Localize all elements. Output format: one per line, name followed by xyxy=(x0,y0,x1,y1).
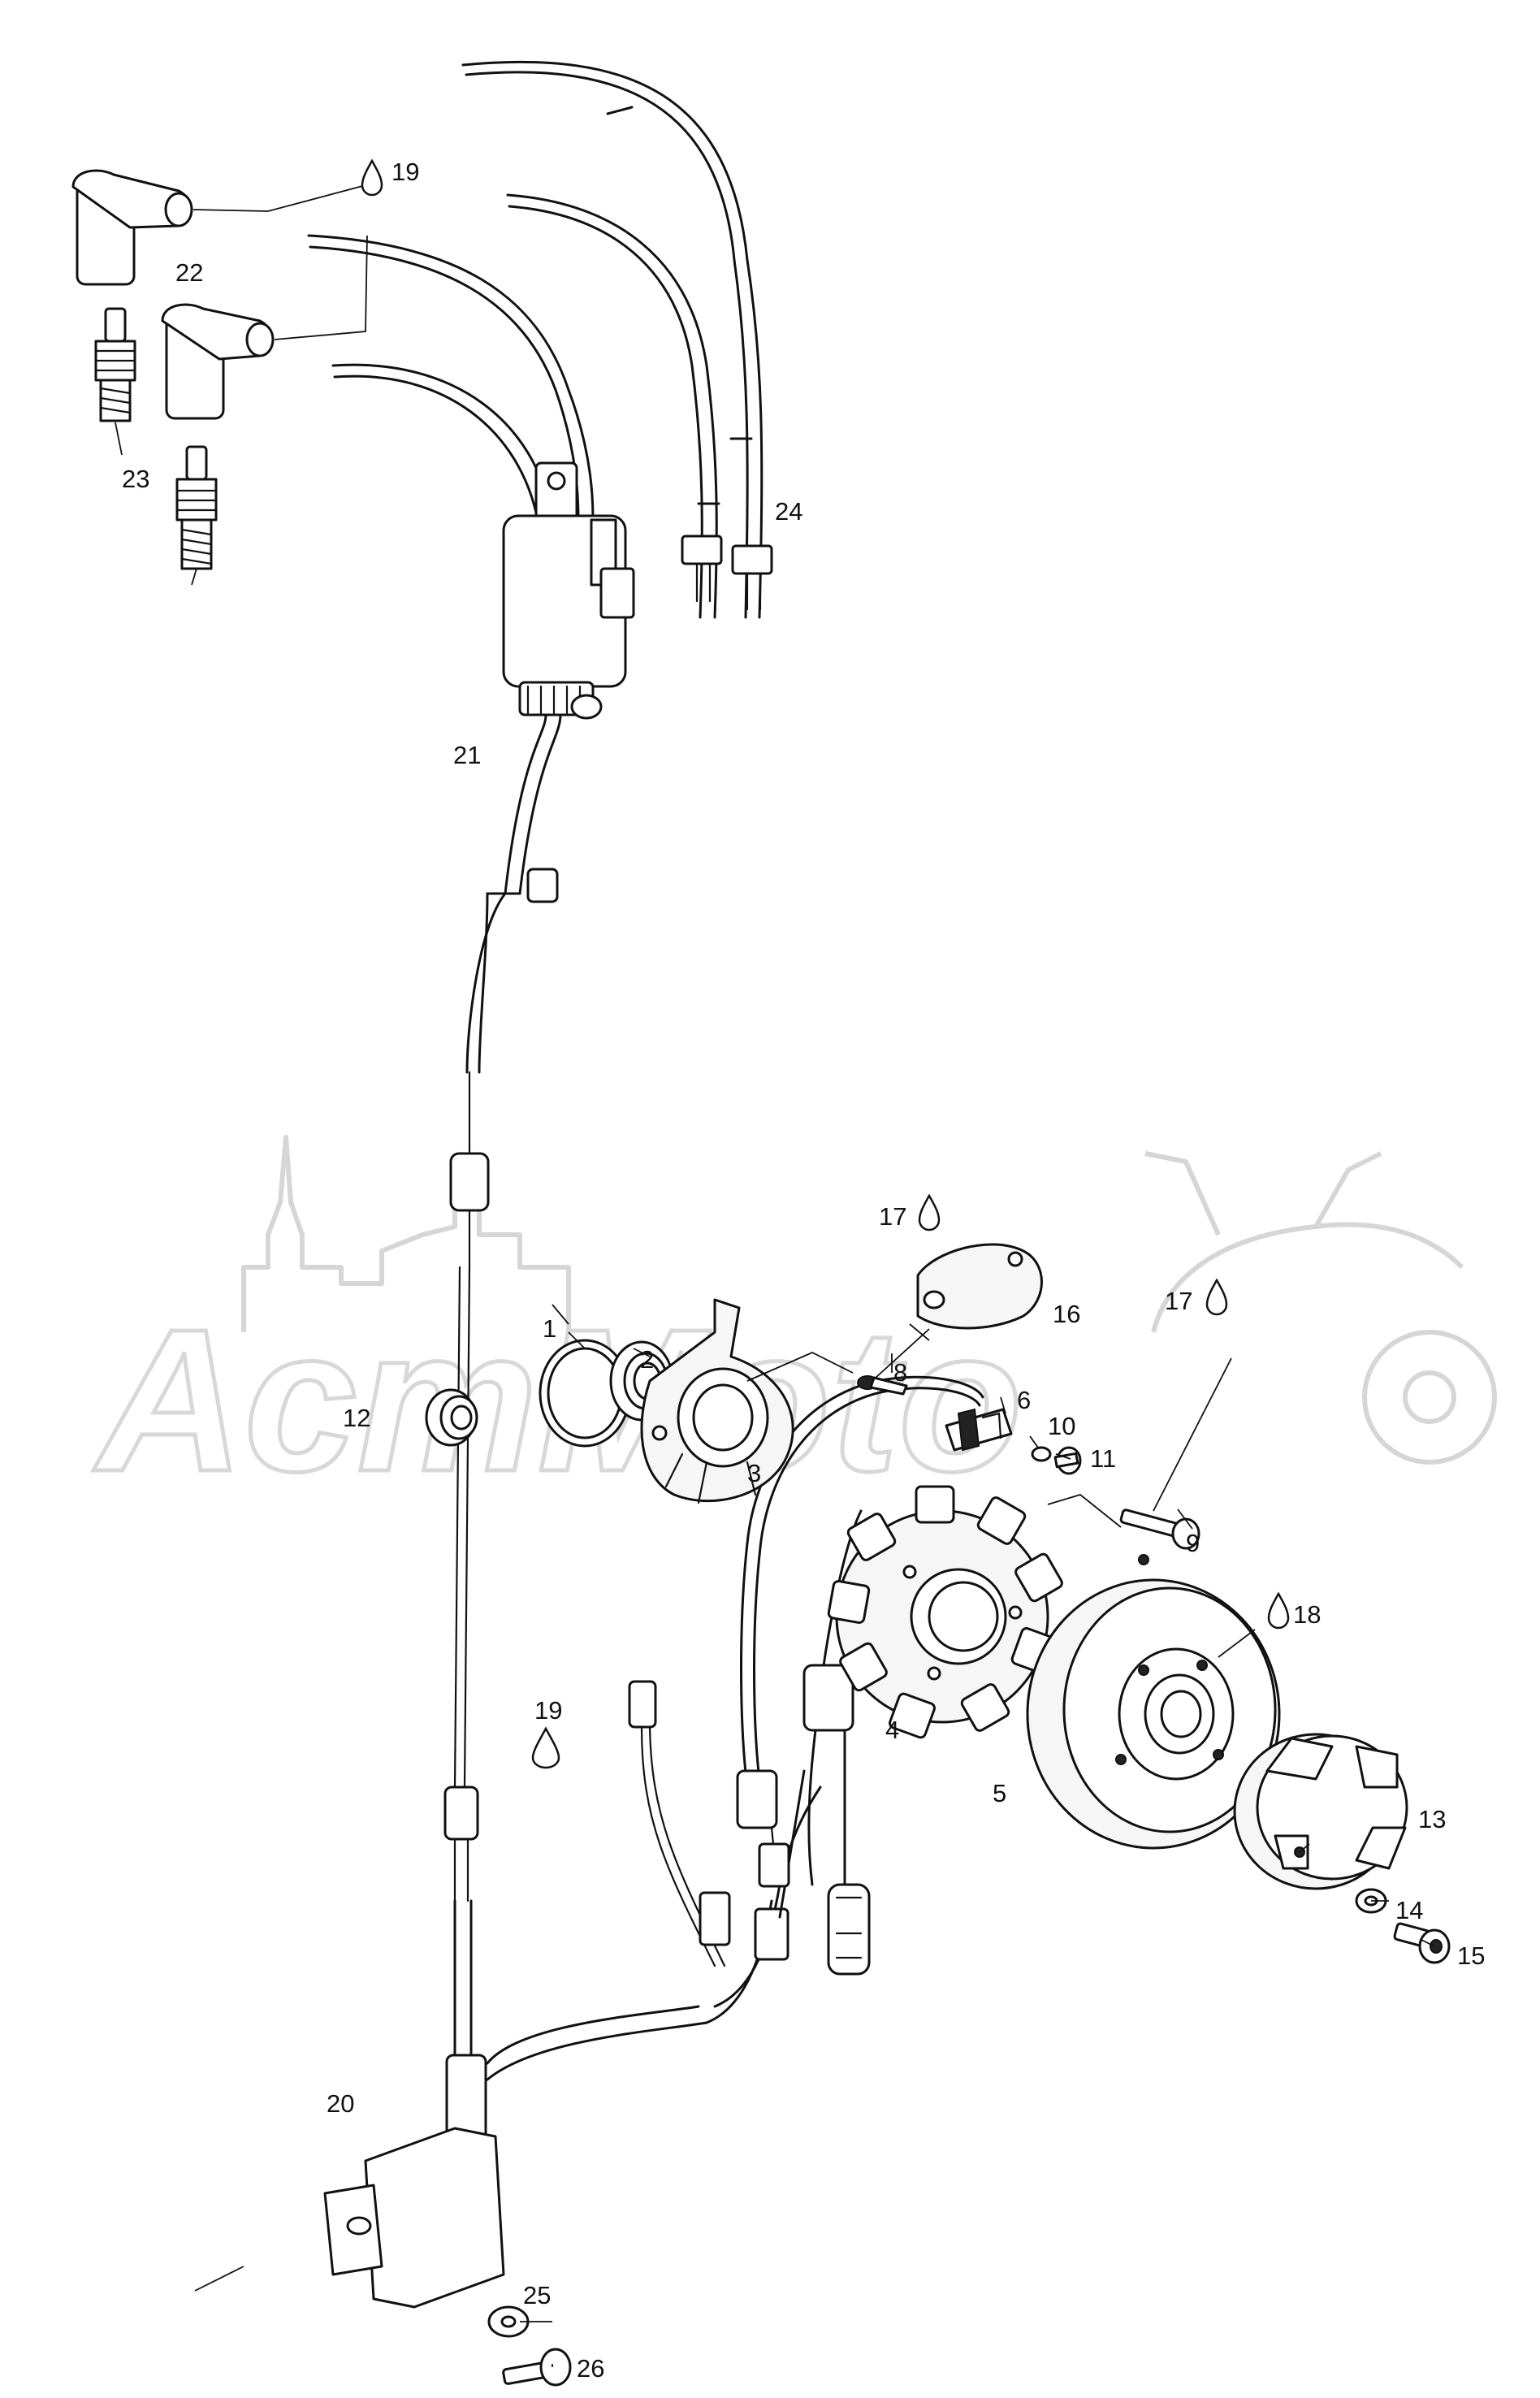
callout-22: 22 xyxy=(175,258,203,287)
callout-6: 6 xyxy=(1017,1386,1031,1414)
ignition-coil xyxy=(502,461,635,720)
coil-to-cdi-wire xyxy=(443,713,562,1902)
lead-clamp-right xyxy=(731,544,773,575)
callout-26: 26 xyxy=(577,2354,604,2383)
washer-10 xyxy=(1031,1446,1052,1462)
droplet-icon-19-mid xyxy=(531,1726,560,1769)
droplet-icon-17-left xyxy=(918,1193,941,1231)
o-ring-1-inner xyxy=(547,1347,623,1439)
spark-plug-2 xyxy=(175,445,218,570)
callout-9: 9 xyxy=(1186,1529,1200,1557)
callout-25: 25 xyxy=(523,2281,551,2309)
callout-21: 21 xyxy=(453,741,481,769)
pickup-connector-small xyxy=(758,1842,790,1888)
callout-16: 16 xyxy=(1053,1300,1080,1328)
harness-grommet-connector xyxy=(827,1883,871,1976)
spark-plug-cap-1 xyxy=(71,169,193,286)
callout-4: 4 xyxy=(885,1716,899,1744)
lead-clamp-left xyxy=(681,535,723,565)
callout-19-top: 19 xyxy=(391,158,419,186)
pickup-cover-16 xyxy=(916,1243,1043,1330)
droplet-icon-18 xyxy=(1267,1591,1290,1630)
callout-1: 1 xyxy=(543,1314,556,1343)
callout-24: 24 xyxy=(775,497,802,526)
stator-4 xyxy=(827,1485,1063,1739)
rotor-cover-13 xyxy=(1233,1733,1408,1890)
spark-plug-1 xyxy=(94,307,136,422)
bullet-connector-top xyxy=(449,1152,490,1212)
callout-2: 2 xyxy=(640,1345,654,1374)
callout-23: 23 xyxy=(122,465,149,493)
callout-3: 3 xyxy=(747,1459,761,1487)
screw-11 xyxy=(1053,1446,1082,1475)
callout-18: 18 xyxy=(1293,1600,1321,1629)
ht-leads xyxy=(461,60,773,619)
leader-23 xyxy=(115,422,197,586)
callout-17-left: 17 xyxy=(879,1202,906,1231)
callout-12: 12 xyxy=(343,1404,370,1432)
grommet-12 xyxy=(425,1388,478,1447)
stator-poles xyxy=(827,1485,1063,1739)
callout-13: 13 xyxy=(1418,1805,1446,1833)
watermark: AcmMoto xyxy=(91,1135,1497,1516)
pickup-connector xyxy=(736,1769,778,1829)
pickup-sensor-6 xyxy=(945,1408,1013,1452)
spark-plug-cap-2 xyxy=(161,303,275,420)
leader-9 xyxy=(1047,1494,1122,1528)
screw-9 xyxy=(1119,1508,1200,1550)
droplet-icon-19-top xyxy=(361,158,383,197)
bolt-26 xyxy=(502,2348,572,2387)
flat-connector-left xyxy=(699,1891,731,1946)
callout-20: 20 xyxy=(327,2089,354,2118)
harness-connector-upper xyxy=(628,1680,657,1729)
stator-plate-3 xyxy=(640,1298,854,1504)
callout-17-right: 17 xyxy=(1165,1287,1192,1315)
leader-17b xyxy=(1153,1357,1232,1512)
flat-connector-right xyxy=(754,1907,789,1961)
screw-8 xyxy=(857,1375,908,1396)
callout-14: 14 xyxy=(1395,1896,1423,1924)
callout-8: 8 xyxy=(893,1358,907,1387)
flywheel-5 xyxy=(1026,1554,1281,1850)
leader-17a xyxy=(875,1328,930,1379)
screw-15 xyxy=(1393,1922,1451,1964)
callout-19-mid: 19 xyxy=(534,1696,562,1725)
callout-15: 15 xyxy=(1457,1941,1485,1970)
washer-25-hole xyxy=(500,2315,517,2328)
callout-labels: 19 22 23 24 21 17 17 16 1 2 8 6 10 11 12… xyxy=(122,158,1485,2383)
leader-19-top xyxy=(192,184,368,340)
callout-11: 11 xyxy=(1090,1444,1116,1473)
leader-lines xyxy=(194,1304,1435,2367)
callout-10: 10 xyxy=(1048,1412,1075,1440)
droplet-icon-17-right xyxy=(1205,1278,1228,1316)
leader-18 xyxy=(1218,1629,1256,1658)
bullet-connector-bottom xyxy=(443,1786,479,1841)
callout-5: 5 xyxy=(993,1779,1006,1807)
cdi-unit xyxy=(323,1899,708,2309)
